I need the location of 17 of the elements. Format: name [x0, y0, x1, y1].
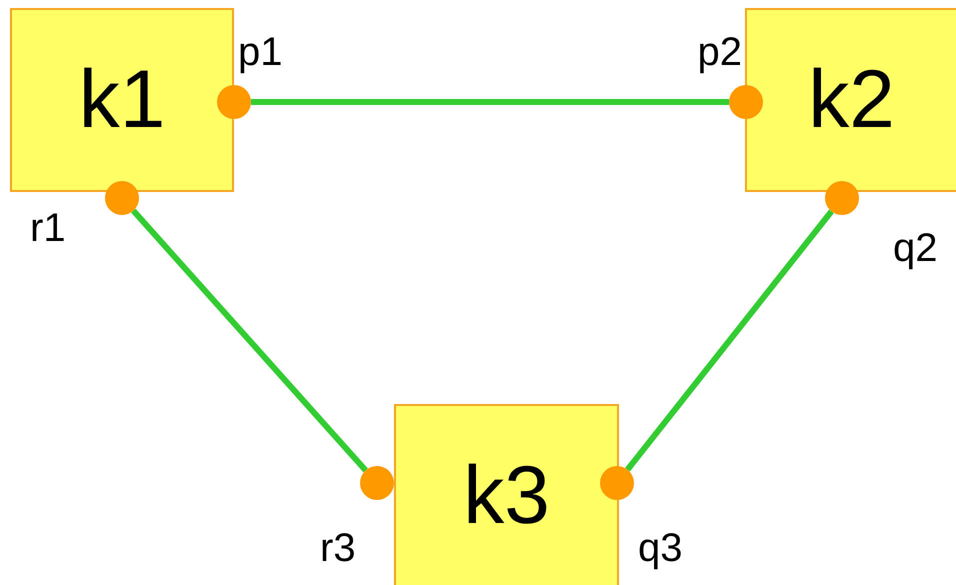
port-circle — [360, 466, 394, 500]
port-label: p1 — [238, 32, 282, 72]
connection-line — [131, 208, 368, 472]
component-name: k3 — [463, 454, 550, 536]
port-label: p2 — [698, 32, 742, 72]
connection-line — [625, 209, 834, 472]
port-circle — [729, 85, 763, 119]
component-name: k2 — [808, 59, 895, 141]
component-box — [394, 404, 619, 585]
connection-line — [251, 99, 729, 105]
port-circle — [217, 85, 251, 119]
port-label: q2 — [893, 228, 938, 268]
port-label: r1 — [30, 208, 66, 248]
component-box — [10, 8, 234, 192]
port-label: r3 — [320, 528, 356, 568]
port-label: q3 — [638, 528, 682, 568]
component-name: k1 — [78, 59, 166, 141]
